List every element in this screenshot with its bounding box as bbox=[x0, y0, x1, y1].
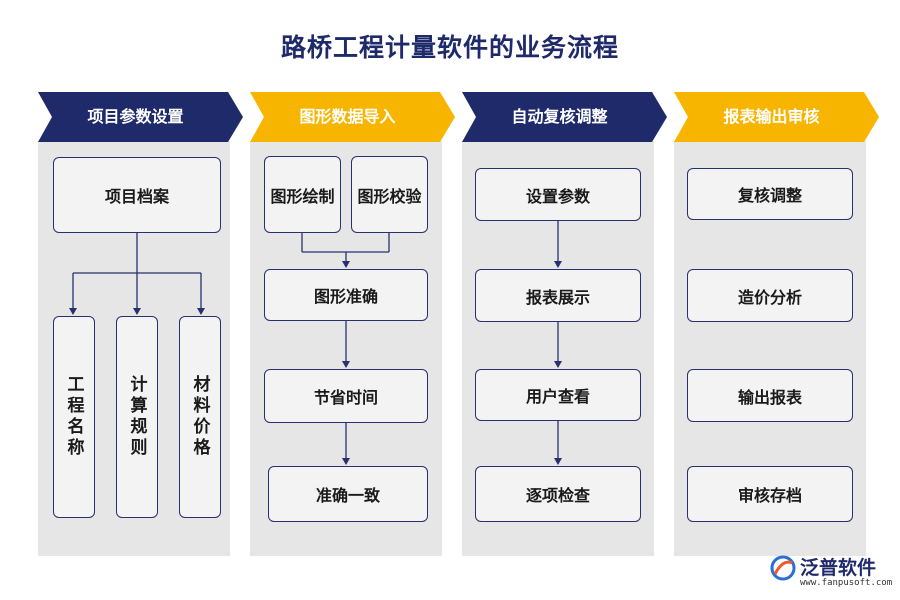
stage-1-header: 项目参数设置 bbox=[38, 92, 243, 142]
brand-logo: 泛普软件 www.fanpusoft.com bbox=[770, 551, 895, 596]
brand-url: www.fanpusoft.com bbox=[800, 578, 893, 588]
stage-1-label: 项目参数设置 bbox=[87, 107, 184, 126]
step-save-time: 节省时间 bbox=[264, 369, 428, 423]
stage-2-label: 图形数据导入 bbox=[299, 107, 396, 126]
step-material-price: 材料价格 bbox=[179, 316, 221, 518]
step-project-name: 工程名称 bbox=[53, 316, 95, 518]
step-cost-analysis: 造价分析 bbox=[687, 269, 853, 322]
stage-3-label: 自动复核调整 bbox=[511, 107, 608, 126]
step-item-check: 逐项检查 bbox=[475, 466, 641, 522]
step-graphic-verify: 图形校验 bbox=[351, 156, 428, 233]
step-review-archive: 审核存档 bbox=[687, 466, 853, 522]
step-project-archive: 项目档案 bbox=[53, 157, 221, 233]
step-graphic-draw: 图形绘制 bbox=[264, 156, 341, 233]
fanpu-logo-icon bbox=[770, 555, 796, 581]
step-calc-rules: 计算规则 bbox=[116, 316, 158, 518]
step-set-params: 设置参数 bbox=[475, 168, 641, 221]
step-report-display: 报表展示 bbox=[475, 269, 641, 322]
step-consistent: 准确一致 bbox=[268, 466, 428, 522]
stage-4-header: 报表输出审核 bbox=[674, 92, 879, 142]
stage-3-header: 自动复核调整 bbox=[462, 92, 667, 142]
step-graphic-accurate: 图形准确 bbox=[264, 269, 428, 321]
step-review-adjust: 复核调整 bbox=[687, 168, 853, 220]
step-output-report: 输出报表 bbox=[687, 369, 853, 422]
stage-4-label: 报表输出审核 bbox=[723, 107, 820, 126]
diagram-title: 路桥工程计量软件的业务流程 bbox=[280, 33, 619, 62]
stage-2-header: 图形数据导入 bbox=[250, 92, 455, 142]
brand-name: 泛普软件 bbox=[800, 557, 877, 579]
step-user-view: 用户查看 bbox=[475, 369, 641, 421]
